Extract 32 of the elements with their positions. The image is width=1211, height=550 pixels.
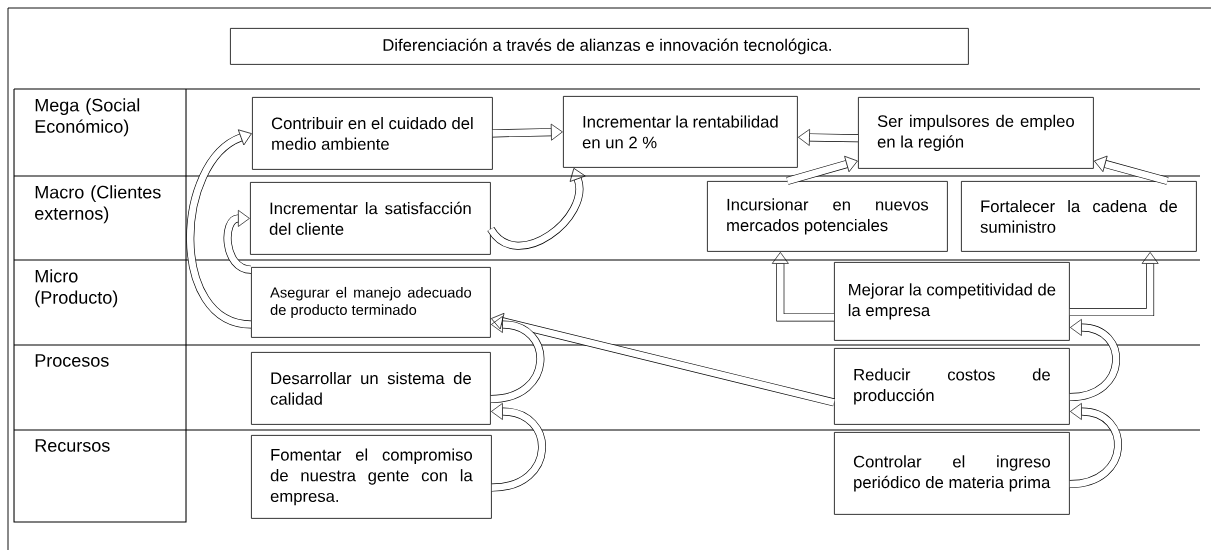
- block-arrow: [186, 129, 252, 329]
- row-label: Micro (Producto): [35, 269, 118, 308]
- objective-box: Asegurar el manejo adecuado de producto terminado: [251, 267, 491, 338]
- block-arrow: [786, 155, 858, 185]
- block-arrow: [487, 168, 586, 250]
- objective-box: Controlar el ingreso periódico de materia prima: [834, 432, 1070, 515]
- title-box: Diferenciación a través de alianzas e innovación tecnológica.: [230, 28, 969, 65]
- block-arrow: [491, 313, 835, 407]
- objective-box: Fortalecer la cadena de suministro: [961, 181, 1197, 252]
- objective-box: Mejorar la competitividad de la empresa: [834, 262, 1070, 341]
- block-arrow: [798, 129, 859, 146]
- block-arrow: [492, 123, 563, 141]
- objective-box: Incrementar la satisfacción del cliente: [250, 182, 491, 255]
- block-arrow: [1069, 403, 1122, 489]
- block-arrow: [223, 209, 252, 274]
- row-label: Macro (Clientes externos): [35, 185, 161, 224]
- block-arrow: [1069, 319, 1120, 402]
- objective-box: Incursionar en nuevos mercados potenciales: [707, 181, 948, 252]
- block-arrow: [771, 252, 834, 322]
- block-arrow: [1094, 155, 1169, 185]
- objective-box: Contribuir en el cuidado del medio ambiente: [252, 97, 493, 170]
- block-arrow: [490, 316, 545, 404]
- row-label: Recursos: [35, 439, 110, 452]
- block-arrow: [1069, 252, 1159, 317]
- row-label: Procesos: [35, 354, 109, 367]
- objective-box: Ser impulsores de empleo en la región: [858, 97, 1094, 169]
- objective-box: Incrementar la rentabilidad en un 2 %: [563, 96, 798, 168]
- block-arrow: [491, 403, 546, 492]
- objective-box: Fomentar el compromiso de nuestra gente con la empresa.: [251, 435, 492, 519]
- objective-box: Reducir costos de producción: [834, 348, 1070, 425]
- objective-box: Desarrollar un sistema de calidad: [251, 352, 491, 425]
- row-label: Mega (Social Económico): [35, 98, 140, 137]
